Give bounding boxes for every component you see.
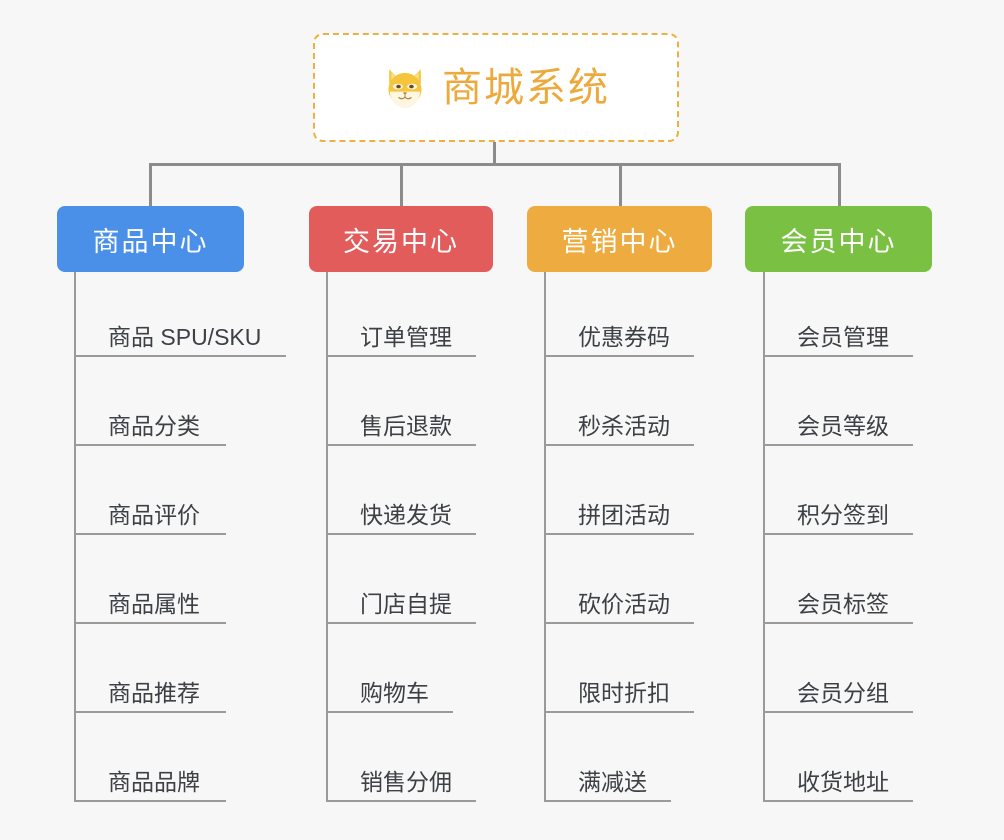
list-item-underline (763, 444, 913, 446)
list-item[interactable]: 拼团活动 (544, 446, 694, 535)
category-label: 交易中心 (343, 226, 459, 257)
list-item-label: 满减送 (578, 769, 647, 795)
list-item-underline (763, 355, 913, 357)
category-box-4[interactable]: 会员中心 (745, 206, 932, 272)
list-item[interactable]: 订单管理 (326, 268, 476, 357)
list-item-underline (763, 533, 913, 535)
list-item-underline (74, 533, 226, 535)
root-stem (493, 142, 496, 164)
list-item[interactable]: 砍价活动 (544, 535, 694, 624)
root-title: 商城系统 (442, 65, 610, 110)
list-item[interactable]: 会员等级 (763, 357, 913, 446)
list-item-underline (326, 533, 476, 535)
list-item-label: 商品分类 (108, 413, 200, 439)
column-spine (763, 272, 765, 802)
list-item[interactable]: 优惠券码 (544, 268, 694, 357)
list-item-underline (763, 800, 913, 802)
branch-drop-1 (149, 163, 152, 206)
list-item-label: 砍价活动 (578, 591, 670, 617)
branch-drop-2 (400, 163, 403, 206)
list-item[interactable]: 购物车 (326, 624, 453, 713)
list-item[interactable]: 销售分佣 (326, 713, 476, 802)
list-item[interactable]: 商品 SPU/SKU (74, 268, 286, 357)
list-item[interactable]: 商品分类 (74, 357, 226, 446)
category-label: 会员中心 (780, 226, 897, 257)
list-item-label: 订单管理 (360, 324, 452, 350)
list-item[interactable]: 收货地址 (763, 713, 913, 802)
list-item-label: 会员分组 (797, 680, 889, 706)
root-node[interactable]: 商城系统 (313, 33, 679, 142)
column-spine (74, 272, 76, 802)
category-label: 商品中心 (92, 226, 209, 257)
list-item-underline (544, 444, 694, 446)
list-item-label: 商品推荐 (108, 680, 200, 706)
list-item-underline (544, 355, 694, 357)
list-item[interactable]: 商品属性 (74, 535, 226, 624)
list-item-label: 商品品牌 (108, 769, 200, 795)
list-item-underline (544, 711, 694, 713)
list-item-underline (326, 622, 476, 624)
list-item-underline (763, 711, 913, 713)
list-item-underline (74, 800, 226, 802)
category-label: 营销中心 (561, 226, 678, 257)
list-item-underline (74, 355, 286, 357)
list-item-underline (544, 622, 694, 624)
list-item[interactable]: 秒杀活动 (544, 357, 694, 446)
category-box-3[interactable]: 营销中心 (527, 206, 712, 272)
list-item-label: 销售分佣 (360, 769, 452, 795)
list-item-label: 收货地址 (797, 769, 889, 795)
list-item[interactable]: 会员管理 (763, 268, 913, 357)
list-item-underline (74, 622, 226, 624)
list-item-label: 会员标签 (797, 591, 889, 617)
list-item-label: 秒杀活动 (578, 413, 670, 439)
list-item-label: 商品 SPU/SKU (108, 324, 262, 350)
list-item-underline (544, 800, 671, 802)
list-item-underline (326, 711, 453, 713)
list-item-underline (544, 533, 694, 535)
list-item-underline (763, 622, 913, 624)
list-item-underline (74, 711, 226, 713)
list-item[interactable]: 商品品牌 (74, 713, 226, 802)
list-item[interactable]: 满减送 (544, 713, 671, 802)
list-item-label: 限时折扣 (578, 680, 670, 706)
list-item-label: 商品评价 (108, 502, 200, 528)
list-item[interactable]: 快递发货 (326, 446, 476, 535)
list-item[interactable]: 门店自提 (326, 535, 476, 624)
list-item[interactable]: 会员分组 (763, 624, 913, 713)
list-item-label: 积分签到 (797, 502, 889, 528)
category-box-2[interactable]: 交易中心 (309, 206, 493, 272)
list-item-label: 优惠券码 (578, 324, 670, 350)
shiba-dog-icon (388, 68, 422, 108)
list-item-underline (326, 800, 476, 802)
list-item-underline (326, 355, 476, 357)
list-item[interactable]: 积分签到 (763, 446, 913, 535)
column-spine (326, 272, 328, 802)
list-item-label: 快递发货 (360, 502, 452, 528)
list-item-label: 商品属性 (108, 591, 200, 617)
list-item[interactable]: 会员标签 (763, 535, 913, 624)
list-item-label: 会员管理 (797, 324, 889, 350)
list-item-label: 门店自提 (360, 591, 452, 617)
list-item-label: 购物车 (360, 680, 429, 706)
list-item[interactable]: 商品推荐 (74, 624, 226, 713)
list-item[interactable]: 售后退款 (326, 357, 476, 446)
branch-drop-4 (838, 163, 841, 206)
list-item-underline (326, 444, 476, 446)
list-item-underline (74, 444, 226, 446)
column-spine (544, 272, 546, 802)
branch-drop-3 (619, 163, 622, 206)
list-item[interactable]: 商品评价 (74, 446, 226, 535)
branch-bar (149, 163, 841, 166)
list-item-label: 售后退款 (360, 413, 452, 439)
list-item[interactable]: 限时折扣 (544, 624, 694, 713)
category-box-1[interactable]: 商品中心 (57, 206, 244, 272)
list-item-label: 拼团活动 (578, 502, 670, 528)
list-item-label: 会员等级 (797, 413, 889, 439)
